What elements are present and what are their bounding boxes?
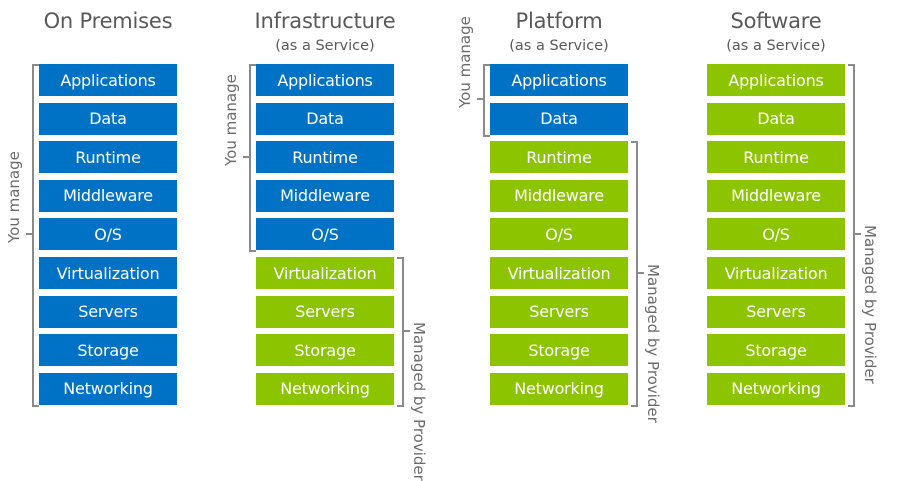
layer-servers: Servers xyxy=(39,295,177,328)
layer-runtime: Runtime xyxy=(39,141,177,174)
layer-networking: Networking xyxy=(256,372,394,405)
column-subtitle-saas: (as a Service) xyxy=(726,38,826,54)
you-manage-bracket xyxy=(249,64,256,253)
managed-by-provider-bracket-notch xyxy=(404,329,410,332)
layer-middleware: Middleware xyxy=(256,179,394,212)
layer-runtime: Runtime xyxy=(256,141,394,174)
layer-middleware: Middleware xyxy=(707,179,845,212)
layer-runtime: Runtime xyxy=(707,141,845,174)
layer-servers: Servers xyxy=(490,295,628,328)
you-manage-bracket-notch xyxy=(243,156,249,159)
layer-servers: Servers xyxy=(707,295,845,328)
layer-applications: Applications xyxy=(490,64,628,96)
layer-middleware: Middleware xyxy=(490,179,628,212)
you-manage-label: You manage xyxy=(222,74,240,167)
layer-storage: Storage xyxy=(707,334,845,367)
layer-networking: Networking xyxy=(39,372,177,405)
layer-middleware: Middleware xyxy=(39,179,177,212)
layer-applications: Applications xyxy=(707,64,845,96)
layer-servers: Servers xyxy=(256,295,394,328)
column-title-iaas: Infrastructure xyxy=(254,9,396,33)
column-subtitle-paas: (as a Service) xyxy=(509,38,609,54)
layer-o-s: O/S xyxy=(707,218,845,251)
layer-virtualization: Virtualization xyxy=(39,257,177,289)
column-title-saas: Software xyxy=(730,9,822,33)
layer-virtualization: Virtualization xyxy=(707,257,845,289)
you-manage-bracket-notch xyxy=(26,233,32,236)
managed-by-provider-bracket-notch xyxy=(855,233,861,236)
managed-by-provider-bracket xyxy=(397,257,404,407)
you-manage-bracket xyxy=(483,64,490,137)
layer-data: Data xyxy=(256,102,394,135)
managed-by-provider-bracket xyxy=(631,141,638,407)
managed-by-provider-bracket xyxy=(848,64,855,407)
layer-applications: Applications xyxy=(39,64,177,96)
you-manage-label: You manage xyxy=(456,16,474,109)
layer-storage: Storage xyxy=(256,334,394,367)
you-manage-bracket-notch xyxy=(477,98,483,101)
column-title-on-premises: On Premises xyxy=(43,9,173,33)
layer-virtualization: Virtualization xyxy=(256,257,394,289)
managed-by-provider-label: Managed by Provider xyxy=(861,225,879,385)
layer-storage: Storage xyxy=(39,334,177,367)
layer-networking: Networking xyxy=(707,372,845,405)
layer-o-s: O/S xyxy=(490,218,628,251)
layer-storage: Storage xyxy=(490,334,628,367)
you-manage-label: You manage xyxy=(5,151,23,244)
layer-data: Data xyxy=(39,102,177,135)
layer-applications: Applications xyxy=(256,64,394,96)
you-manage-bracket xyxy=(32,64,39,407)
managed-by-provider-label: Managed by Provider xyxy=(644,264,662,423)
layer-runtime: Runtime xyxy=(490,141,628,174)
layer-data: Data xyxy=(490,102,628,135)
layer-o-s: O/S xyxy=(256,218,394,251)
layer-networking: Networking xyxy=(490,372,628,405)
layer-data: Data xyxy=(707,102,845,135)
column-title-paas: Platform xyxy=(515,9,603,33)
layer-virtualization: Virtualization xyxy=(490,257,628,289)
column-subtitle-iaas: (as a Service) xyxy=(275,38,375,54)
managed-by-provider-bracket-notch xyxy=(638,272,644,274)
layer-o-s: O/S xyxy=(39,218,177,251)
managed-by-provider-label: Managed by Provider xyxy=(410,321,428,481)
